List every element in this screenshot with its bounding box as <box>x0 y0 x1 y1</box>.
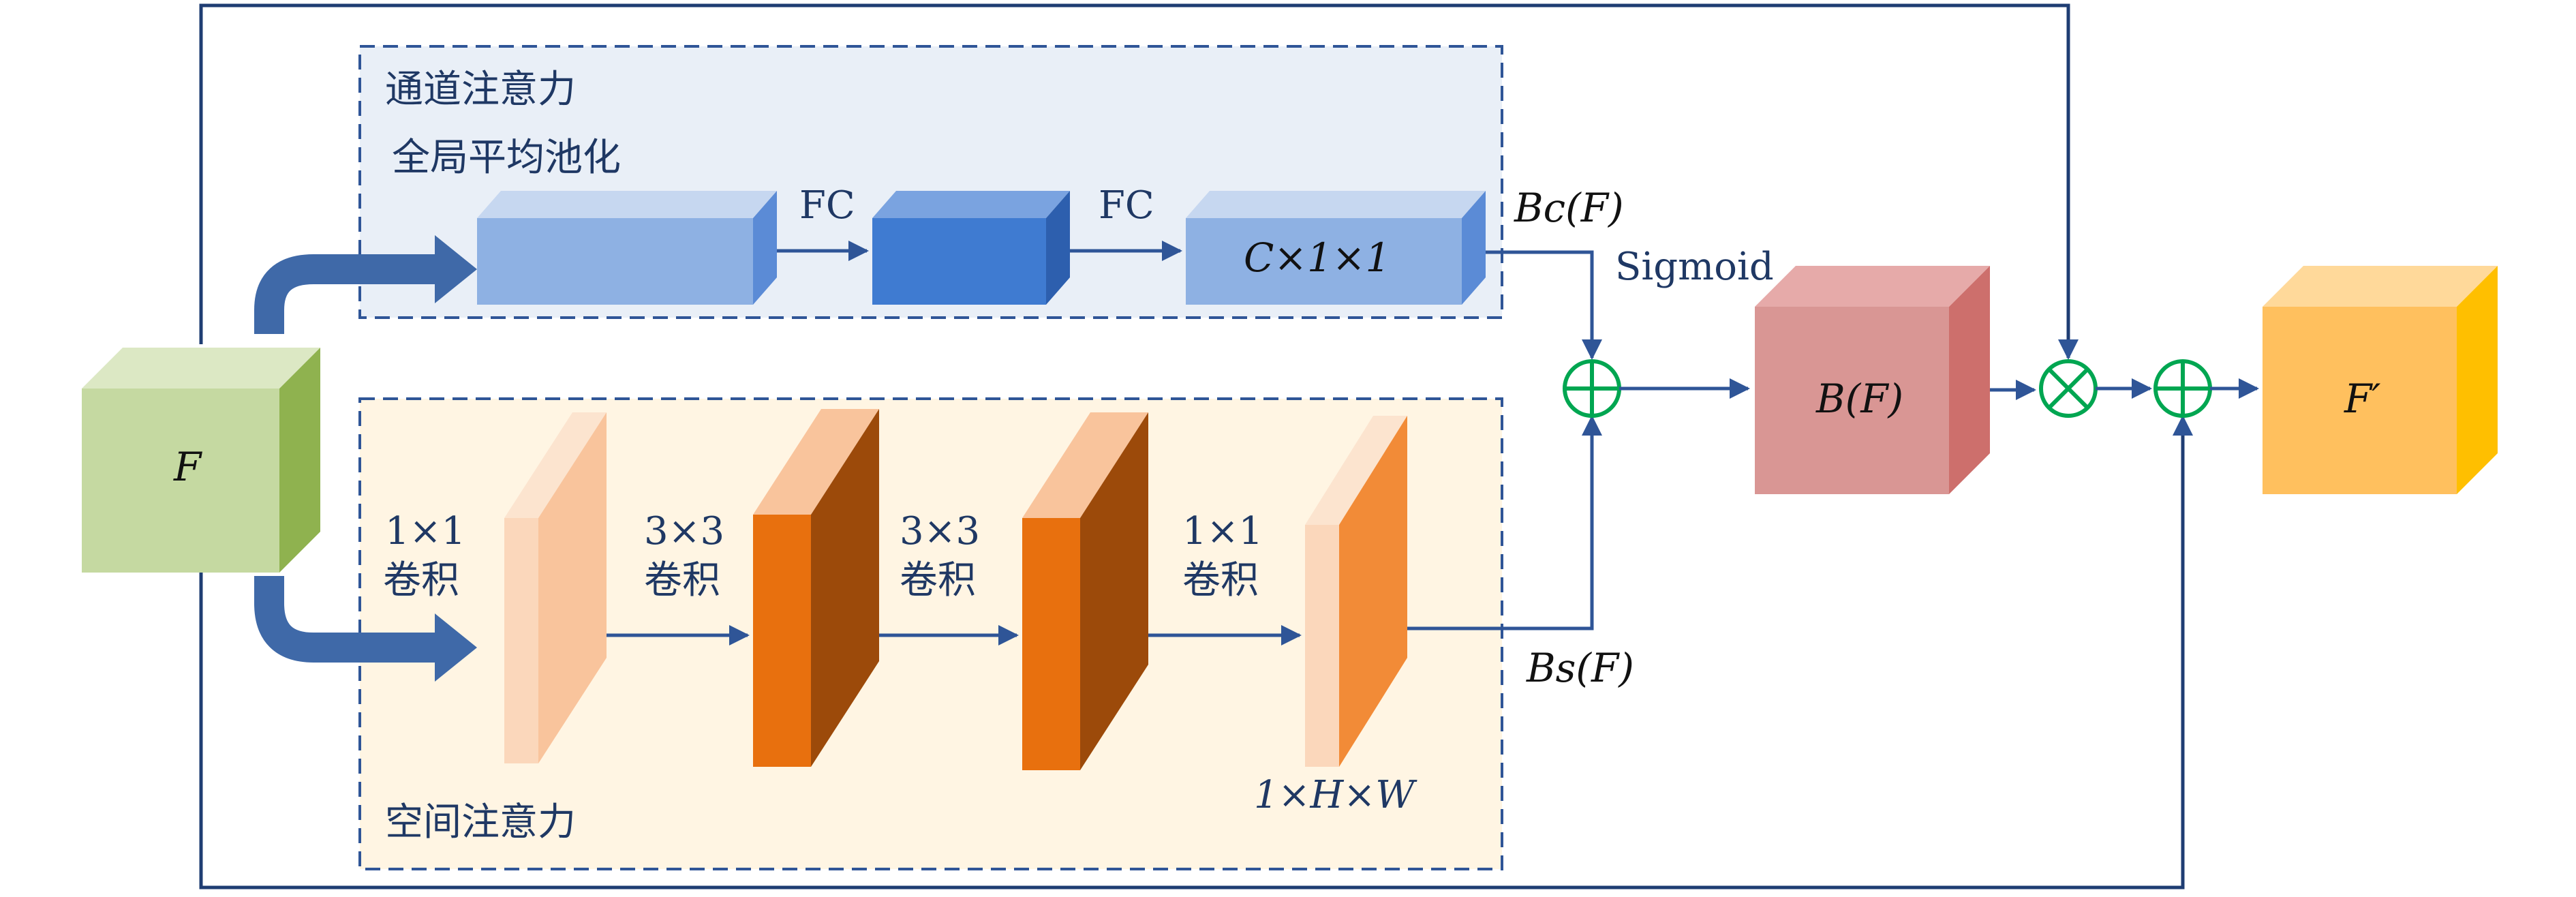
plus-circle-icon <box>1563 359 1621 418</box>
conv2-name-label: 卷积 <box>644 558 720 603</box>
fc1-label: FC <box>799 183 855 228</box>
fc2-label: FC <box>1099 183 1154 228</box>
fused-attention-cube <box>1755 266 1990 494</box>
fc-block <box>872 191 1070 305</box>
fat-arrow-to-spatial <box>254 576 436 663</box>
plus-circle-icon <box>2153 359 2212 418</box>
skip-bottom-line <box>199 415 2193 890</box>
sigmoid-label: Sigmoid <box>1615 245 1774 289</box>
conv4-name-label: 卷积 <box>1182 558 1259 603</box>
bc-output-label: Bc(F) <box>1514 185 1624 231</box>
conv3-size-label: 3×3 <box>900 509 980 553</box>
spatial-map-label: 1×H×W <box>1254 773 1417 817</box>
conv2-slab <box>753 409 879 767</box>
channel-attention-title: 通道注意力 <box>385 67 576 112</box>
bs-output-label: Bs(F) <box>1526 645 1634 691</box>
fat-arrow-to-channel <box>254 254 436 334</box>
spatial-attention-title: 空间注意力 <box>385 800 576 845</box>
conv1-size-label: 1×1 <box>385 509 465 553</box>
conv3-name-label: 卷积 <box>900 558 976 603</box>
fat-arrow-head-spatial <box>435 613 477 682</box>
output-label: F′ <box>2344 376 2380 422</box>
conv4-slab <box>1305 416 1407 767</box>
input-label: F <box>173 444 202 490</box>
conv1-name-label: 卷积 <box>383 558 459 603</box>
conv1-slab <box>504 412 607 763</box>
gap-label: 全局平均池化 <box>392 136 621 180</box>
arrow-vector-to-add <box>1486 250 1602 360</box>
fat-arrow-head-channel <box>435 235 477 303</box>
arrow-conv4-to-add <box>1407 415 1602 630</box>
fused-label: B(F) <box>1815 376 1903 422</box>
conv2-size-label: 3×3 <box>644 509 724 553</box>
times-circle-icon <box>2039 359 2098 418</box>
output-cube <box>2263 266 2498 494</box>
conv3-slab <box>1022 412 1148 770</box>
conv4-size-label: 1×1 <box>1182 509 1263 553</box>
channel-vector-block <box>1186 191 1486 305</box>
channel-vector-label: C×1×1 <box>1244 234 1390 281</box>
input-cube <box>82 348 320 573</box>
gap-block <box>477 191 777 305</box>
skip-top-line <box>199 3 2079 360</box>
